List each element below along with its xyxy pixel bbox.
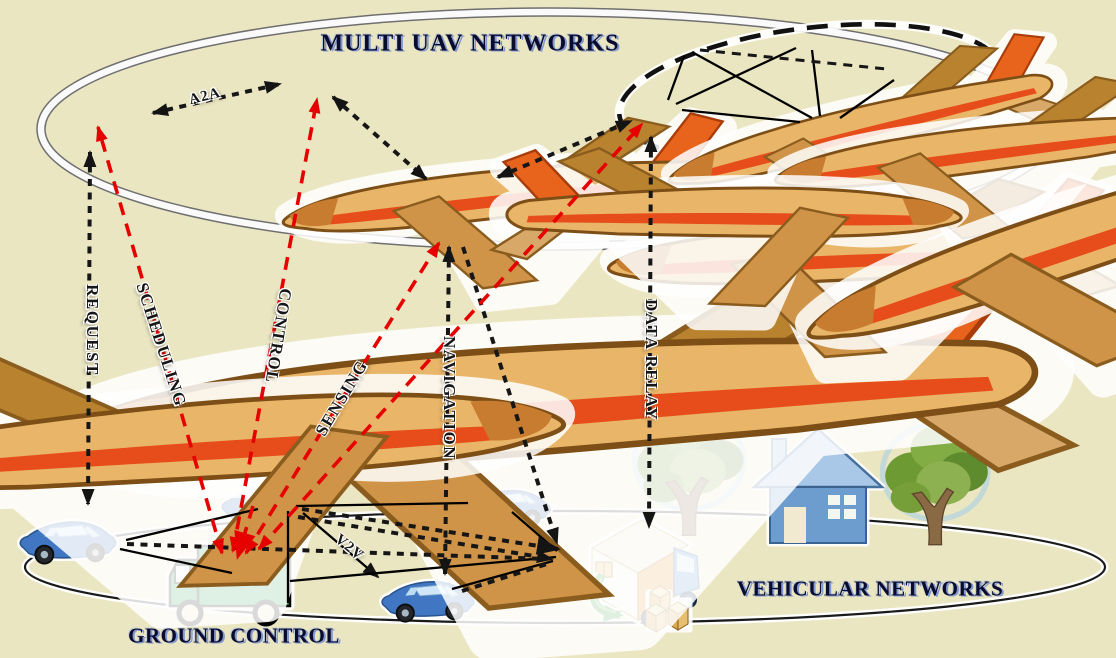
uav-to-uav-link-line bbox=[331, 95, 428, 181]
vehicular-network-title: VEHICULAR NETWORKS bbox=[736, 576, 1004, 601]
scheduling-link-line bbox=[96, 125, 224, 555]
a2a-link-line bbox=[151, 81, 282, 116]
link-label-data-relay: DATA RELAY bbox=[642, 299, 661, 421]
data-relay-link-line bbox=[642, 135, 658, 529]
cluster-control-link-line bbox=[257, 122, 644, 551]
uav-cluster-dotted-link bbox=[699, 48, 887, 71]
uav-network-title: MULTI UAV NETWORKS bbox=[320, 30, 620, 57]
request-link-line bbox=[81, 150, 97, 506]
ground-control-downlink-arrow bbox=[234, 505, 256, 560]
ground-control-title: GROUND CONTROL bbox=[128, 623, 340, 648]
car-to-hub-link-line bbox=[461, 561, 551, 593]
link-label-navigation: NAVIGATION bbox=[440, 336, 459, 460]
link-label-request: REQUEST bbox=[83, 284, 102, 376]
